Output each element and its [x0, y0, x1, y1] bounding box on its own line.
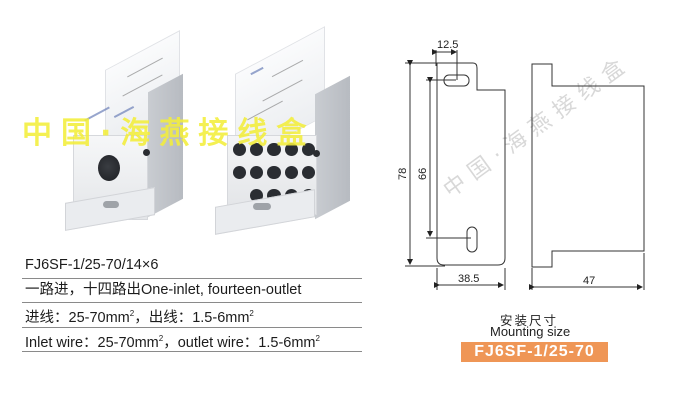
model-badge: FJ6SF-1/25-70 [461, 342, 608, 362]
dim-width-front-label: 38.5 [458, 273, 479, 285]
spec-en-outlet: ，outlet wire：1.5-6mm [163, 334, 316, 351]
spec-wire-en: Inlet wire：25-70mm2，outlet wire：1.5-6mm2 [22, 328, 362, 352]
spec-model: FJ6SF-1/25-70/14×6 [22, 254, 362, 279]
spec-description: 一路进，十四路出One-inlet, fourteen-outlet [22, 279, 362, 303]
front-view-outline [436, 62, 506, 266]
mounting-slot [103, 201, 119, 208]
spec-cn-outlet: ，出线：1.5-6mm [134, 310, 250, 326]
superscript: 2 [249, 309, 254, 318]
inlet-hole [98, 155, 120, 181]
mounting-slot [253, 203, 271, 210]
dim-width-side-label: 47 [583, 275, 595, 287]
superscript: 2 [158, 333, 164, 343]
screw [313, 150, 320, 157]
spec-cn-inlet: 进线：25-70mm [25, 310, 130, 326]
product-photo-multi-outlet [205, 26, 355, 235]
spec-en-inlet: Inlet wire：25-70mm [25, 334, 159, 351]
superscript: 2 [129, 309, 135, 318]
spec-wire-cn: 进线：25-70mm2，出线：1.5-6mm2 [22, 303, 362, 328]
dim-top-label: 12.5 [437, 39, 458, 51]
side-view-outline [531, 63, 645, 268]
superscript: 2 [315, 333, 320, 343]
screw [143, 149, 150, 156]
product-photo-single-inlet [65, 30, 200, 231]
spec-table: FJ6SF-1/25-70/14×6 一路进，十四路出One-inlet, fo… [22, 254, 362, 352]
bottom-slot [466, 226, 478, 253]
mounting-title-en: Mounting size [490, 324, 571, 339]
dim-height-total-label: 78 [397, 168, 409, 180]
mounting-title-cn: 安装尺寸 [500, 313, 559, 328]
watermark-text: 中国·海燕接线盒 [22, 116, 316, 151]
dim-height-holes-label: 66 [417, 168, 429, 180]
